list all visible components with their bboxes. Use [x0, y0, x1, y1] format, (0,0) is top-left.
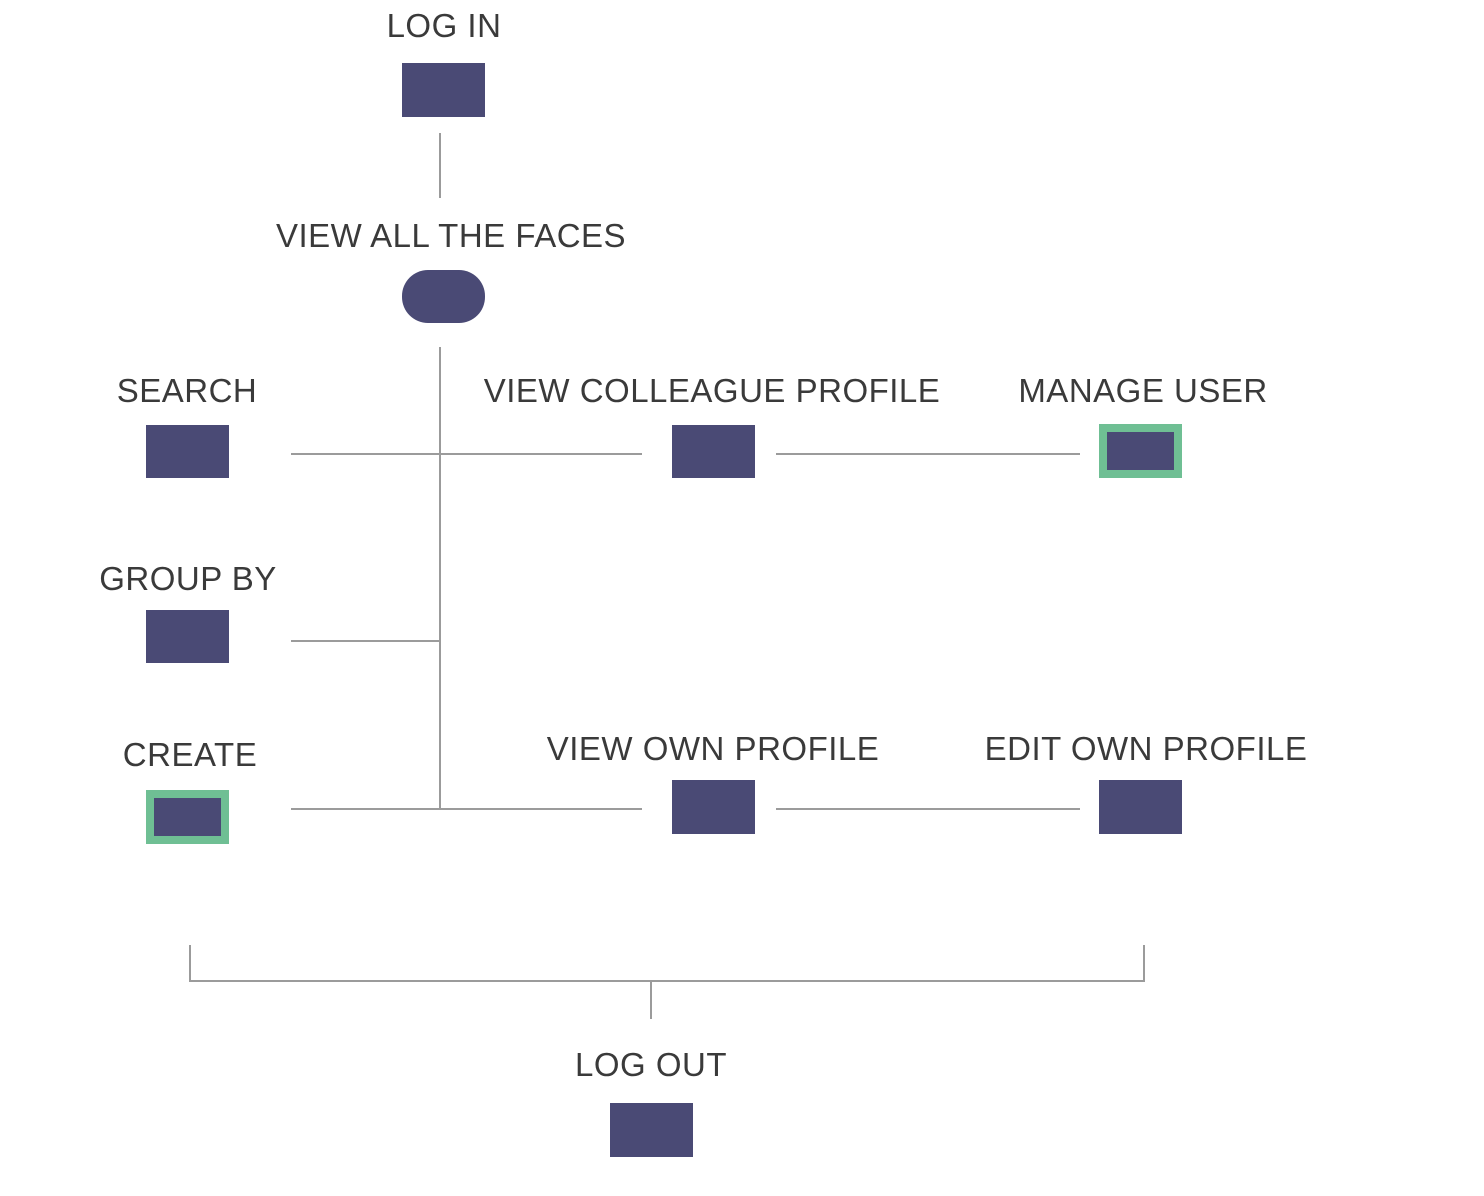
node-search-box[interactable] [146, 425, 229, 478]
node-view-all-faces-label: VIEW ALL THE FACES [276, 217, 626, 254]
node-group-by-label: GROUP BY [99, 560, 277, 597]
node-view-all-faces[interactable]: VIEW ALL THE FACES [276, 217, 626, 323]
node-manage-user-box [1107, 432, 1174, 470]
node-log-out-label: LOG OUT [575, 1046, 727, 1083]
node-log-in-label: LOG IN [387, 7, 502, 44]
connectors [189, 133, 1145, 1019]
connector-logout-bracket [189, 945, 1145, 982]
node-view-own-profile[interactable]: VIEW OWN PROFILE [547, 730, 880, 834]
node-log-out[interactable]: LOG OUT [575, 1046, 727, 1157]
node-view-own-profile-box[interactable] [672, 780, 755, 834]
node-group-by-box[interactable] [146, 610, 229, 663]
node-log-in[interactable]: LOG IN [387, 7, 502, 117]
node-group-by[interactable]: GROUP BY [99, 560, 277, 663]
node-create[interactable]: CREATE [123, 736, 257, 844]
node-view-all-faces-pill[interactable] [402, 270, 485, 323]
node-view-colleague-profile-box[interactable] [672, 425, 755, 478]
node-view-colleague-profile-label: VIEW COLLEAGUE PROFILE [484, 372, 941, 409]
node-view-own-profile-label: VIEW OWN PROFILE [547, 730, 880, 767]
node-search[interactable]: SEARCH [117, 372, 258, 478]
node-edit-own-profile-label: EDIT OWN PROFILE [985, 730, 1308, 767]
node-edit-own-profile-box[interactable] [1099, 780, 1182, 834]
node-log-out-box[interactable] [610, 1103, 693, 1157]
node-manage-user[interactable]: MANAGE USER [1018, 372, 1267, 478]
node-edit-own-profile[interactable]: EDIT OWN PROFILE [985, 730, 1308, 834]
node-create-box [154, 798, 221, 836]
node-view-colleague-profile[interactable]: VIEW COLLEAGUE PROFILE [484, 372, 941, 478]
node-manage-user-label: MANAGE USER [1018, 372, 1267, 409]
node-create-label: CREATE [123, 736, 257, 773]
node-log-in-box[interactable] [402, 63, 485, 117]
node-search-label: SEARCH [117, 372, 258, 409]
